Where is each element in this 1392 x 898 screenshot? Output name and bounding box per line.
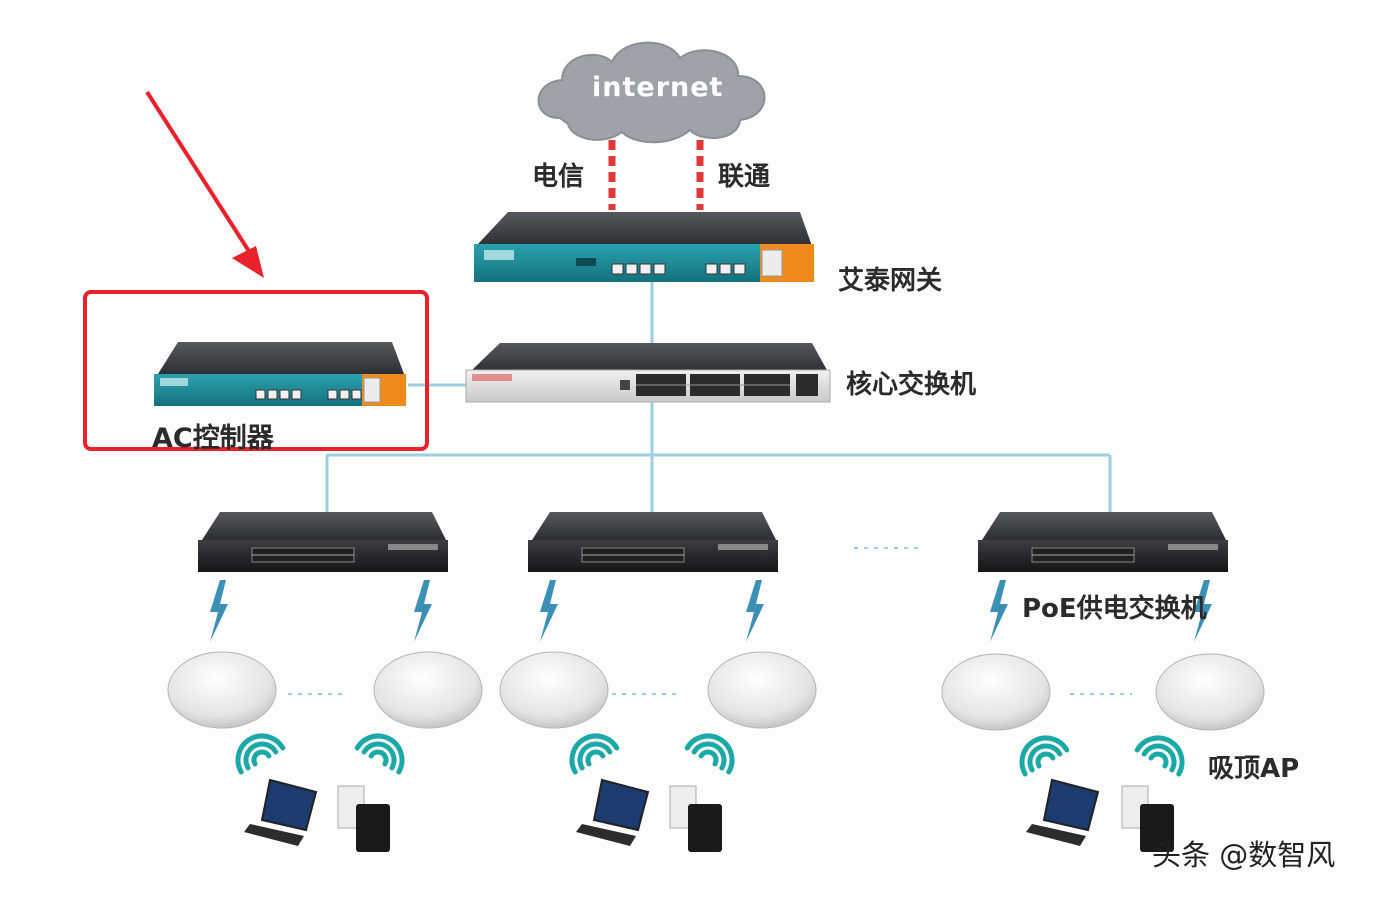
lightning-link-icons	[210, 580, 1212, 642]
ceiling-aps	[167, 651, 1265, 731]
pointer-arrow	[145, 90, 264, 278]
wifi-signal-icons	[235, 733, 1185, 777]
ceiling-ap-label: 吸顶AP	[1208, 754, 1300, 784]
gateway-device	[474, 212, 814, 282]
internet-label: internet	[592, 72, 724, 103]
core-switch-device	[465, 343, 831, 403]
poe-switch-2	[528, 512, 778, 572]
ac-controller-device	[154, 342, 406, 406]
laptop-icons	[244, 778, 1100, 846]
ac-controller-label: AC控制器	[152, 423, 274, 454]
topology-lines	[325, 282, 1112, 515]
highlight-box	[83, 290, 429, 451]
gateway-label: 艾泰网关	[838, 266, 943, 296]
core-switch-label: 核心交换机	[846, 370, 977, 400]
isp-telecom-label: 电信	[532, 162, 585, 192]
poe-switch-label: PoE供电交换机	[1022, 594, 1207, 624]
ellipsis-dots	[288, 547, 1132, 695]
isp-unicom-label: 联通	[718, 162, 771, 192]
internet-cloud	[537, 41, 766, 144]
poe-switch-3	[978, 512, 1228, 572]
poe-switch-1	[198, 512, 448, 572]
isp-links	[608, 140, 704, 210]
mobile-device-icons	[337, 785, 1174, 852]
watermark: 头条 @数智风	[1152, 838, 1336, 872]
